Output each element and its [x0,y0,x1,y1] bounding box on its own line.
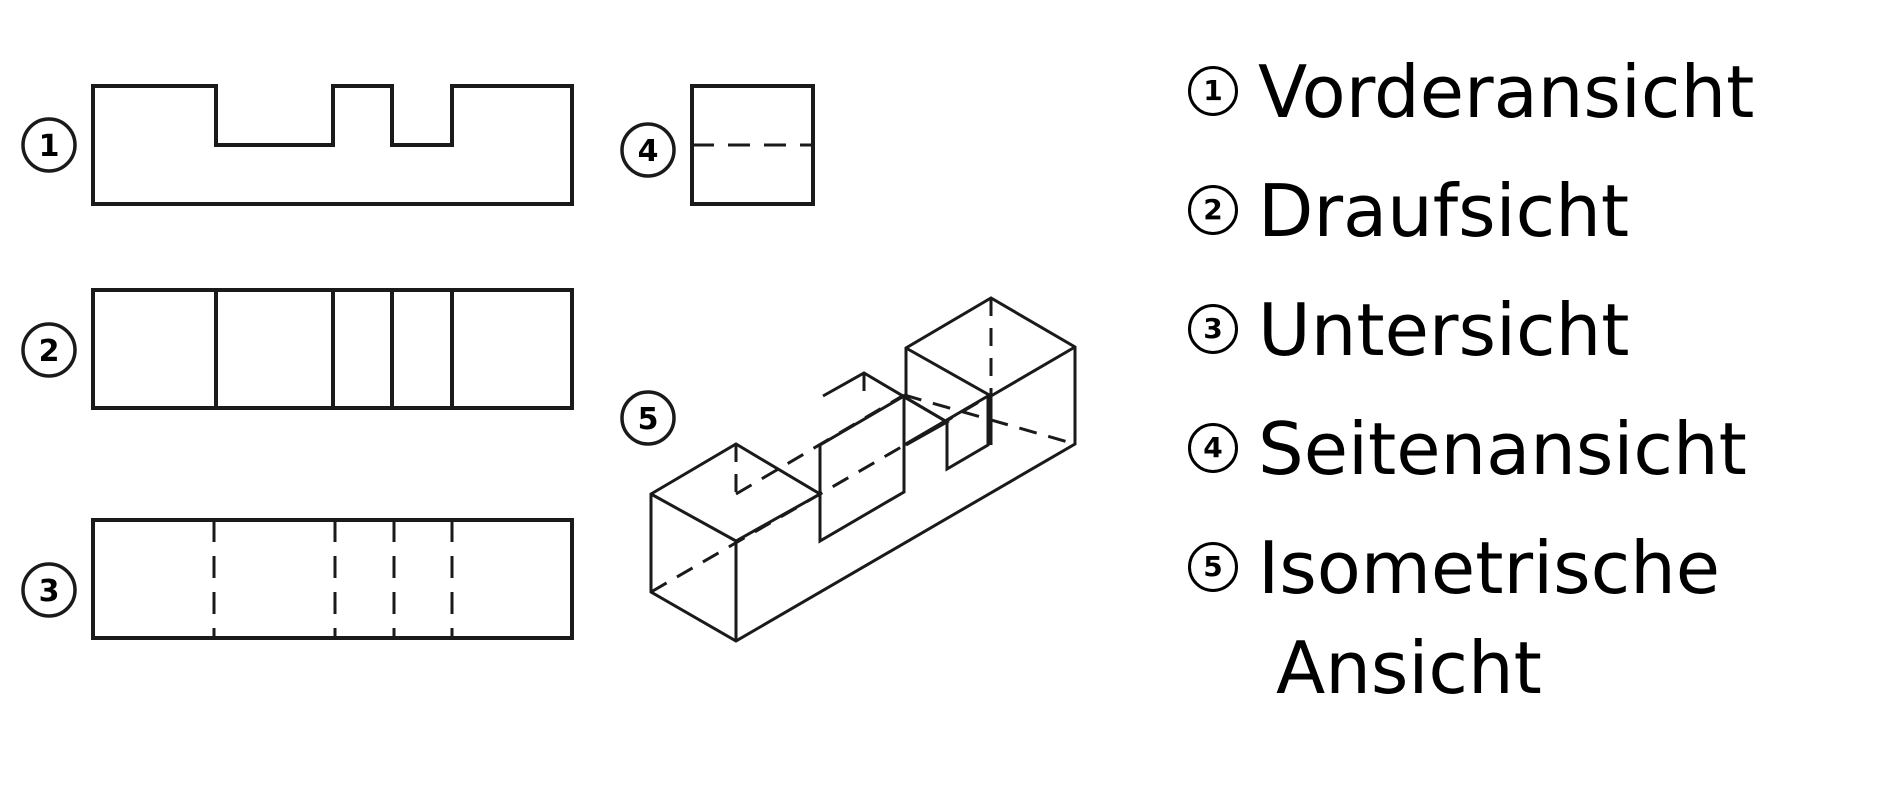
view-marker-5: 5 [620,390,676,446]
legend-number-1: 1 [1188,66,1238,116]
view-marker-1: 1 [21,117,77,173]
view-marker-4: 4 [620,122,676,178]
legend-item-bottom-view: 3 Untersicht [1188,280,1888,399]
side-view [690,84,815,206]
legend-item-isometric-view: 5 Isometrische Ansicht [1188,518,1888,718]
isometric-view [649,296,1077,643]
view-marker-5-label: 5 [638,402,659,437]
legend-number-5: 5 [1188,542,1238,592]
legend-item-top-view: 2 Draufsicht [1188,161,1888,280]
technical-drawing: 1 2 3 4 5 [21,84,1077,643]
bottom-view [91,518,574,640]
view-marker-2: 2 [21,322,77,378]
legend-number-4: 4 [1188,423,1238,473]
front-view [91,84,574,206]
legend-label-isometric-line2: Ansicht [1276,626,1542,710]
view-marker-3-label: 3 [39,574,60,609]
legend-item-side-view: 4 Seitenansicht [1188,399,1888,518]
legend-label-isometric-line1: Isometrische [1258,526,1721,610]
top-view [91,288,574,410]
legend-label-front-view: Vorderansicht [1258,50,1755,134]
view-marker-4-label: 4 [638,134,659,169]
legend-number-3: 3 [1188,304,1238,354]
legend-label-side-view: Seitenansicht [1258,407,1747,491]
view-legend: 1 Vorderansicht 2 Draufsicht 3 Untersich… [1188,42,1888,718]
legend-number-2: 2 [1188,185,1238,235]
view-marker-1-label: 1 [39,129,60,164]
legend-item-front-view: 1 Vorderansicht [1188,42,1888,161]
legend-label-top-view: Draufsicht [1258,169,1630,253]
view-marker-3: 3 [21,562,77,618]
view-marker-2-label: 2 [39,334,60,369]
legend-label-bottom-view: Untersicht [1258,288,1630,372]
legend-label-isometric-view: Isometrische Ansicht [1258,518,1720,718]
